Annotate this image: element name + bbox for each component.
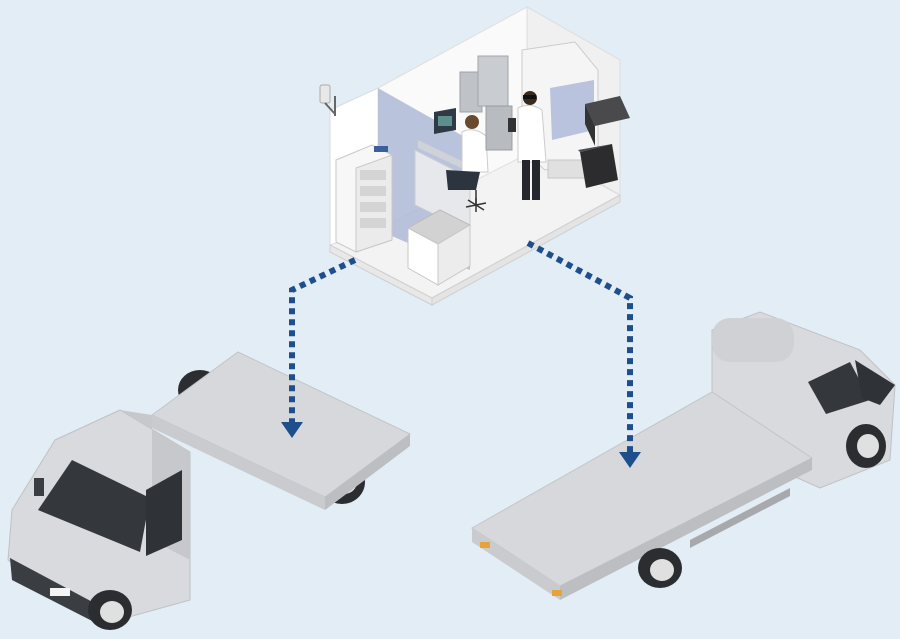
arrow-to-left-truck: [281, 257, 357, 438]
arrow-head-icon: [619, 452, 641, 468]
lab-bench: [406, 209, 472, 286]
storage-cabinet: [335, 144, 393, 253]
arrow-to-right-truck: [526, 240, 641, 468]
truck-left-windshield: [38, 460, 150, 552]
flatbed-truck-right: [471, 311, 896, 600]
truck-right-windshield: [808, 362, 870, 414]
office-chair-icon: [465, 190, 487, 212]
instrument-rack: [459, 55, 513, 151]
standing-scientist: [508, 91, 547, 200]
lab-front-sill: [431, 194, 621, 306]
cab-roof-fairing: [712, 318, 794, 362]
handheld-scanner-icon: [508, 118, 516, 132]
mobile-lab-module: [319, 6, 630, 306]
seated-technician: [446, 115, 489, 212]
weather-sensor-icon: [319, 84, 336, 116]
workstation-desk: [414, 108, 471, 233]
flatbed-truck-left: [7, 351, 411, 630]
wall-equipment: [578, 96, 630, 188]
tail-light-icon: [480, 542, 490, 548]
arrow-head-icon: [281, 422, 303, 438]
